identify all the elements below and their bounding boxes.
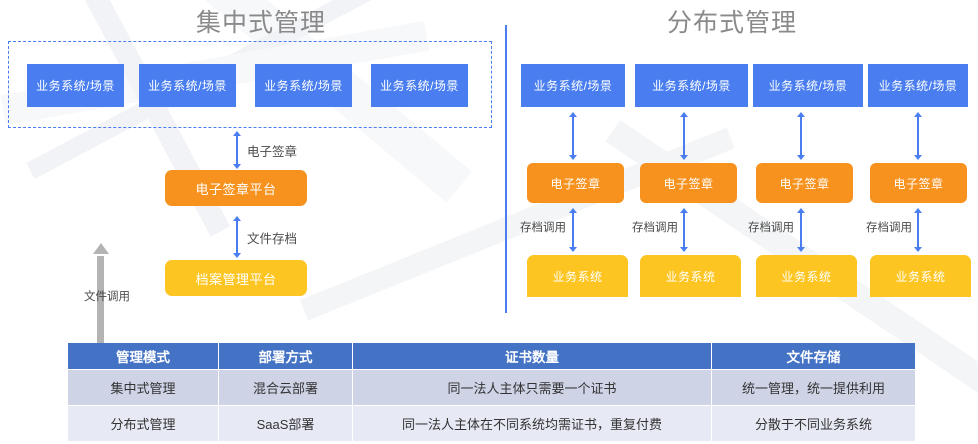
centralized-business-box-4[interactable]: 业务系统/场景 (371, 64, 468, 107)
distributed-business-scene-4[interactable]: 业务系统/场景 (868, 64, 968, 107)
arrow-seal-to-system-2 (679, 208, 688, 252)
centralized-business-box-2[interactable]: 业务系统/场景 (139, 64, 236, 107)
centralized-scope-boundary (8, 41, 492, 128)
arrow-seal-to-archive (232, 216, 241, 258)
table-cell: SaaS部署 (218, 405, 353, 441)
table-cell: 集中式管理 (68, 369, 219, 406)
arrow-scene-to-seal-1 (568, 112, 577, 160)
table-header-cell: 文件存储 (711, 343, 915, 370)
table-cell: 同一法人主体只需要一个证书 (352, 369, 712, 406)
distributed-business-scene-2[interactable]: 业务系统/场景 (635, 64, 748, 107)
arrow-label-archive-call-4: 存档调用 (866, 222, 912, 234)
table-header-cell: 证书数量 (352, 343, 712, 370)
file-call-label: 文件调用 (84, 291, 130, 303)
table-cell: 混合云部署 (218, 369, 353, 406)
arrow-label-electronic-seal: 电子签章 (247, 145, 298, 159)
arrow-seal-to-system-4 (913, 208, 922, 252)
distributed-business-system-3[interactable]: 业务系统 (756, 255, 857, 297)
table-row: 集中式管理 混合云部署 同一法人主体只需要一个证书 统一管理，统一提供利用 (68, 369, 915, 406)
arrow-seal-to-system-3 (796, 208, 805, 252)
table-row: 分布式管理 SaaS部署 同一法人主体在不同系统均需证书，重复付费 分散于不同业… (68, 405, 915, 441)
distributed-seal-4[interactable]: 电子签章 (870, 163, 967, 203)
table-header-cell: 管理模式 (68, 343, 219, 370)
section-divider (505, 25, 507, 313)
table-cell: 分散于不同业务系统 (711, 405, 915, 441)
distributed-business-scene-3[interactable]: 业务系统/场景 (753, 64, 863, 107)
distributed-business-scene-1[interactable]: 业务系统/场景 (521, 64, 625, 107)
arrow-label-archive-call-1: 存档调用 (520, 222, 566, 234)
arrow-seal-to-system-1 (568, 208, 577, 252)
centralized-seal-platform[interactable]: 电子签章平台 (165, 170, 307, 206)
centralized-archive-platform[interactable]: 档案管理平台 (165, 260, 307, 296)
arrow-scene-to-seal-3 (796, 112, 805, 160)
distributed-seal-3[interactable]: 电子签章 (756, 163, 853, 203)
distributed-seal-1[interactable]: 电子签章 (527, 163, 624, 203)
distributed-business-system-1[interactable]: 业务系统 (527, 255, 628, 297)
distributed-business-system-2[interactable]: 业务系统 (640, 255, 741, 297)
distributed-business-system-4[interactable]: 业务系统 (870, 255, 971, 297)
table-header-row: 管理模式 部署方式 证书数量 文件存储 (68, 343, 915, 370)
section-title-distributed: 分布式管理 (667, 9, 798, 37)
arrow-scene-to-seal-4 (913, 112, 922, 160)
table-cell: 分布式管理 (68, 405, 219, 441)
arrow-sign-to-business (232, 131, 241, 169)
table-cell: 统一管理，统一提供利用 (711, 369, 915, 406)
arrow-label-file-archive: 文件存档 (247, 232, 298, 246)
table-header-cell: 部署方式 (218, 343, 353, 370)
arrow-label-archive-call-3: 存档调用 (748, 222, 794, 234)
arrow-label-archive-call-2: 存档调用 (632, 222, 678, 234)
centralized-business-box-1[interactable]: 业务系统/场景 (27, 64, 124, 107)
arrow-scene-to-seal-2 (679, 112, 688, 160)
table-cell: 同一法人主体在不同系统均需证书，重复付费 (352, 405, 712, 441)
comparison-table: 管理模式 部署方式 证书数量 文件存储 集中式管理 混合云部署 同一法人主体只需… (68, 343, 915, 441)
centralized-business-box-3[interactable]: 业务系统/场景 (255, 64, 352, 107)
section-title-centralized: 集中式管理 (196, 9, 327, 37)
distributed-seal-2[interactable]: 电子签章 (640, 163, 737, 203)
